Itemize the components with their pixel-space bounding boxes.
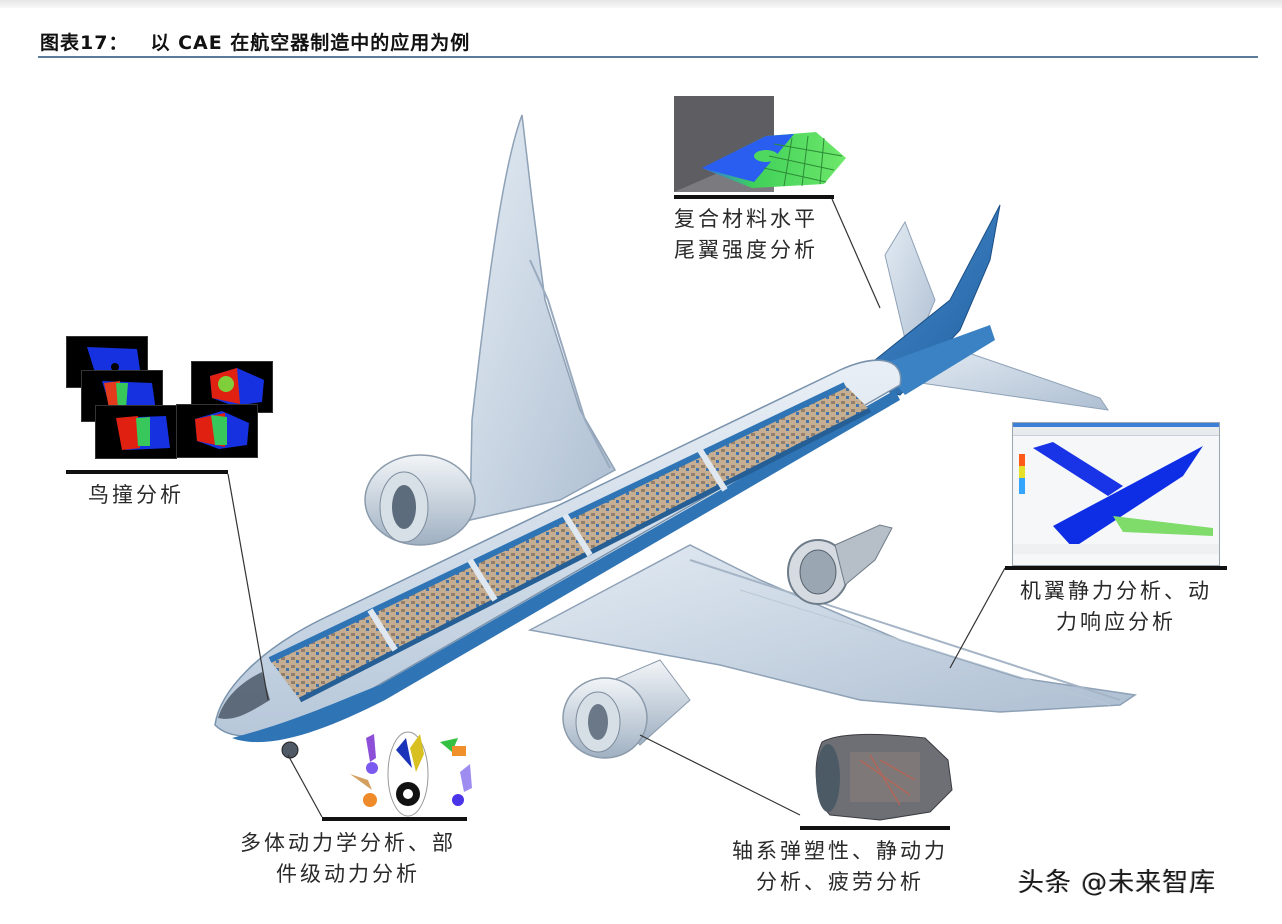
exploded-engine	[787, 524, 893, 605]
wing-fem-window	[1012, 422, 1220, 566]
figure-number: 图表17：	[40, 32, 129, 54]
multibody-bar	[322, 817, 467, 821]
wing-bar	[1005, 566, 1227, 570]
far-wing	[469, 114, 617, 521]
wing-label: 机翼静力分析、动 力响应分析	[1020, 579, 1212, 634]
shafting-label: 轴系弹塑性、静动力 分析、疲劳分析	[732, 839, 948, 894]
tailplane-label: 复合材料水平 尾翼强度分析	[674, 207, 818, 262]
shafting-bar	[800, 826, 950, 830]
multibody-image	[340, 728, 490, 818]
leader-lines	[227, 198, 1006, 818]
tailplane-fem-image	[674, 96, 854, 192]
tailplane-bar	[674, 195, 834, 199]
near-engine	[562, 659, 691, 759]
bird-strike-bar	[66, 470, 228, 474]
near-wing	[527, 544, 1138, 713]
far-engine	[364, 454, 476, 546]
engine-core-image	[815, 733, 953, 821]
title-rule	[38, 56, 1258, 58]
bird-strike-label: 鸟撞分析	[88, 483, 184, 507]
multibody-label: 多体动力学分析、部 件级动力分析	[240, 831, 456, 886]
figure-caption: 以 CAE 在航空器制造中的应用为例	[150, 32, 471, 54]
figure-title: 图表17： 以 CAE 在航空器制造中的应用为例	[40, 28, 470, 55]
fuselage	[214, 359, 902, 759]
top-border	[0, 0, 1282, 8]
watermark: 头条 @未来智库	[1018, 868, 1217, 898]
